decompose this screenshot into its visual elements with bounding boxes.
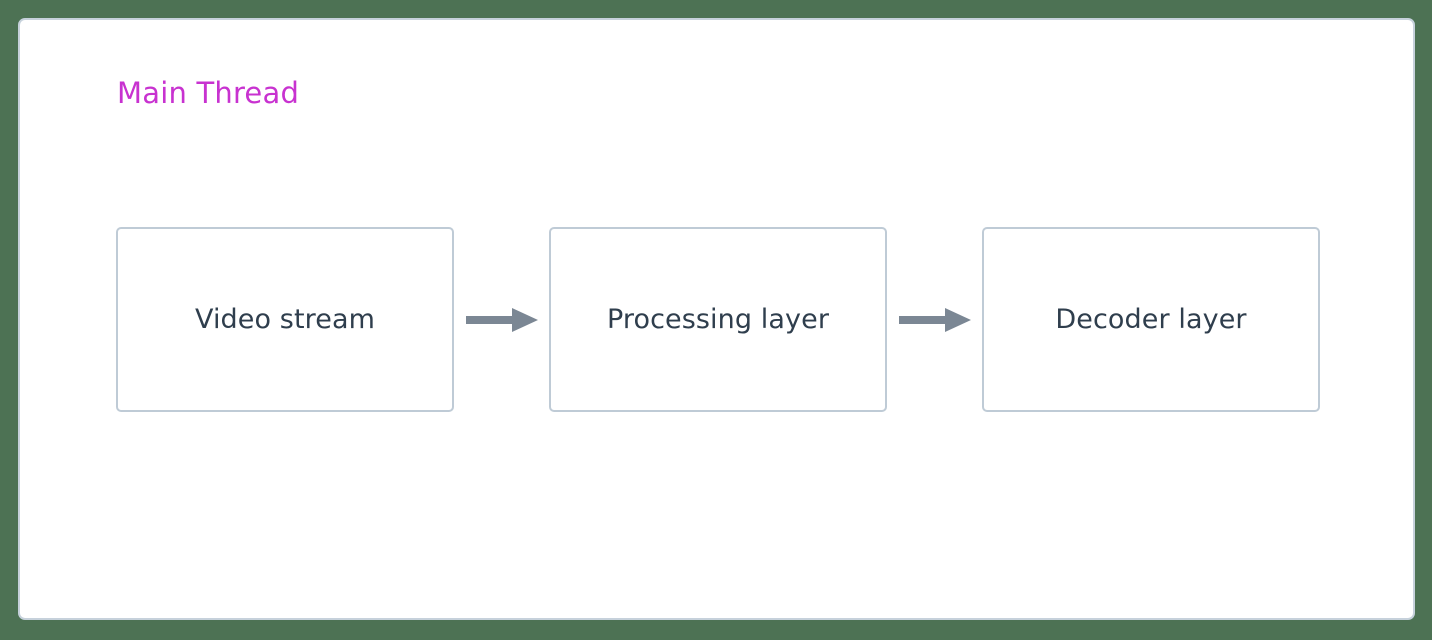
flow-row: Video stream Processing layer Decoder la…	[116, 227, 1320, 412]
edge-processing-layer-to-decoder-layer	[887, 300, 982, 340]
arrow-right-icon	[465, 307, 538, 332]
node-video-stream[interactable]: Video stream	[116, 227, 454, 412]
node-processing-layer[interactable]: Processing layer	[549, 227, 887, 412]
edge-video-stream-to-processing-layer	[454, 300, 549, 340]
main-thread-panel: Main Thread Video stream Processing laye…	[18, 18, 1415, 620]
arrow-right-icon	[898, 307, 971, 332]
node-processing-layer-label: Processing layer	[606, 303, 830, 335]
node-decoder-layer-label: Decoder layer	[1055, 303, 1247, 335]
node-decoder-layer[interactable]: Decoder layer	[982, 227, 1320, 412]
main-thread-title: Main Thread	[117, 76, 300, 110]
node-video-stream-label: Video stream	[194, 303, 376, 335]
